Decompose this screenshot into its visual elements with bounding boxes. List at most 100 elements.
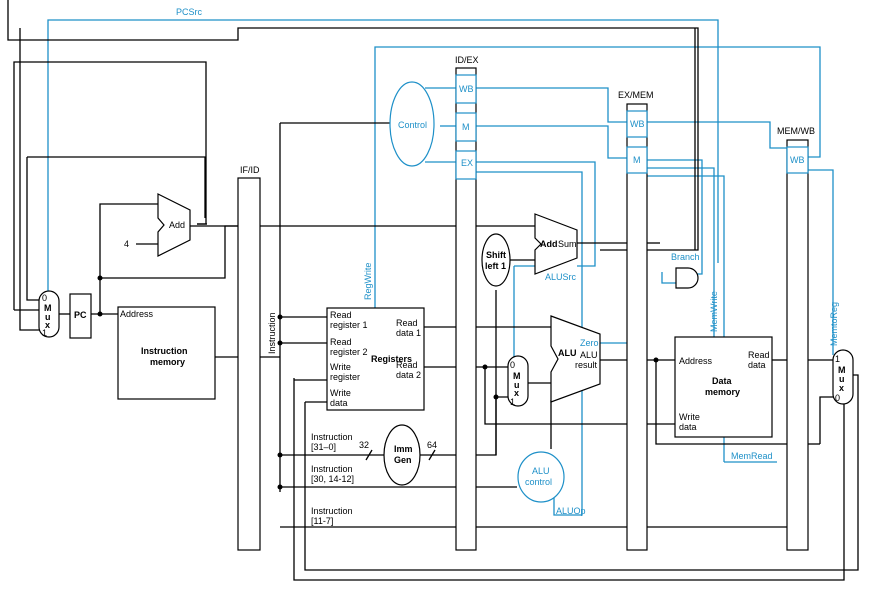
alu-result-b: result	[575, 360, 598, 370]
instr-30-a: Instruction	[311, 464, 353, 474]
id-ex-ex-field: EX	[461, 158, 473, 168]
registers-title: Registers	[371, 354, 412, 364]
reg-rd1-b: data 1	[396, 328, 421, 338]
dm-read-data-b: data	[748, 360, 766, 370]
instruction-bus-label: Instruction	[267, 312, 277, 354]
mem-wb-label: MEM/WB	[777, 126, 815, 136]
dm-address: Address	[679, 356, 713, 366]
regwrite-label: RegWrite	[363, 263, 373, 300]
alusrc-mux-zero: 0	[510, 360, 515, 370]
branch-label: Branch	[671, 252, 700, 262]
reg-rr2-a: Read	[330, 337, 352, 347]
imm-gen-b: Gen	[394, 455, 412, 465]
pipeline-register-mem-wb: MEM/WB WB	[777, 126, 815, 551]
memtoreg-label: MemtoReg	[829, 302, 839, 346]
data-wires	[7, 0, 859, 581]
alu: ALU Zero ALU result	[550, 315, 601, 403]
instr-31-0-a: Instruction	[311, 432, 353, 442]
wb-mux-u: u	[839, 374, 845, 384]
pipeline-register-if-id: IF/ID	[237, 165, 261, 551]
control-signal-wires	[47, 19, 834, 516]
pc-adder-label: Add	[169, 220, 185, 230]
bits-64: 64	[427, 440, 437, 450]
alu-zero-label: Zero	[580, 338, 599, 348]
reg-rd2-b: data 2	[396, 370, 421, 380]
dm-title-a: Data	[712, 376, 733, 386]
imm-gen: Imm Gen 32 64	[359, 424, 437, 486]
instr-11-7-a: Instruction	[311, 506, 353, 516]
alu-label: ALU	[558, 348, 577, 358]
imm-gen-a: Imm	[394, 444, 413, 454]
register-file: Read register 1 Read register 2 Write re…	[326, 307, 425, 411]
ex-mem-label: EX/MEM	[618, 90, 654, 100]
dm-title-b: memory	[705, 387, 740, 397]
pc-label: PC	[74, 310, 87, 320]
reg-wd-a: Write	[330, 388, 351, 398]
im-title-1: Instruction	[141, 346, 188, 356]
alusrc-mux-u: u	[514, 380, 520, 390]
id-ex-label: ID/EX	[455, 55, 479, 65]
shift-left-b: left 1	[485, 261, 506, 271]
reg-rd2-a: Read	[396, 360, 418, 370]
control-label: Control	[398, 120, 427, 130]
pc-mux-u: u	[45, 312, 51, 322]
dm-write-data-a: Write	[679, 412, 700, 422]
shift-left-a: Shift	[486, 250, 506, 260]
instr-11-7-b: [11-7]	[311, 516, 333, 526]
pc-mux-zero: 0	[42, 293, 47, 303]
alu-control-b: control	[525, 477, 552, 487]
reg-wd-b: data	[330, 398, 348, 408]
aluop-label: ALUOp	[556, 506, 586, 516]
pc-mux-m: M	[44, 303, 52, 313]
wb-mux-one: 1	[835, 354, 840, 364]
reg-rr2-b: register 2	[330, 347, 368, 357]
memread-label: MemRead	[731, 451, 773, 461]
data-memory: Address Read data Write data Data memory	[674, 336, 773, 438]
control-unit: Control	[389, 81, 435, 167]
mem-wb-wb-field: WB	[790, 155, 805, 165]
alusrc-mux-m: M	[513, 371, 521, 381]
im-title-2: memory	[150, 357, 185, 367]
memtoreg-mux: 1 M u x 0	[832, 349, 854, 405]
reg-wr-b: register	[330, 372, 360, 382]
branch-adder-sum: Sum	[558, 239, 577, 249]
dm-read-data-a: Read	[748, 350, 770, 360]
id-ex-wb-field: WB	[459, 84, 474, 94]
alu-control-a: ALU	[532, 466, 550, 476]
ex-mem-m-field: M	[633, 155, 641, 165]
ex-mem-wb-field: WB	[630, 119, 645, 129]
junction-dots	[97, 275, 659, 490]
alu-control: ALU control	[517, 451, 565, 503]
branch-and-gate: Branch	[671, 252, 700, 289]
reg-wr-a: Write	[330, 362, 351, 372]
im-address-label: Address	[120, 309, 154, 319]
id-ex-m-field: M	[462, 122, 470, 132]
constant-four: 4	[124, 239, 129, 249]
bits-32: 32	[359, 440, 369, 450]
if-id-label: IF/ID	[240, 165, 260, 175]
pipeline-register-ex-mem: EX/MEM WB M	[618, 90, 654, 551]
wb-mux-zero: 0	[835, 393, 840, 403]
pc-adder: Add 4	[124, 193, 191, 257]
shift-left-1: Shift left 1	[481, 233, 511, 287]
pcsrc-label: PCSrc	[176, 7, 203, 17]
pc-mux: 0 M u x 1	[38, 290, 60, 338]
instruction-field-labels: Instruction [31–0] Instruction [30, 14-1…	[311, 432, 354, 526]
instruction-memory: Address Instruction memory	[117, 306, 216, 400]
branch-adder: Add Sum	[534, 213, 578, 275]
memwrite-label: MemWrite	[709, 291, 719, 332]
alusrc-mux: 0 M u x 1	[507, 355, 529, 407]
wb-mux-m: M	[838, 365, 846, 375]
alu-result-a: ALU	[580, 350, 598, 360]
wb-mux-x: x	[839, 383, 844, 393]
branch-adder-add: Add	[540, 239, 558, 249]
program-counter: PC	[69, 293, 92, 339]
alusrc-label: ALUSrc	[545, 272, 577, 282]
dm-write-data-b: data	[679, 422, 697, 432]
reg-rr1-b: register 1	[330, 320, 368, 330]
reg-rd1-a: Read	[396, 318, 418, 328]
alusrc-mux-x: x	[514, 388, 519, 398]
instr-31-0-b: [31–0]	[311, 442, 336, 452]
